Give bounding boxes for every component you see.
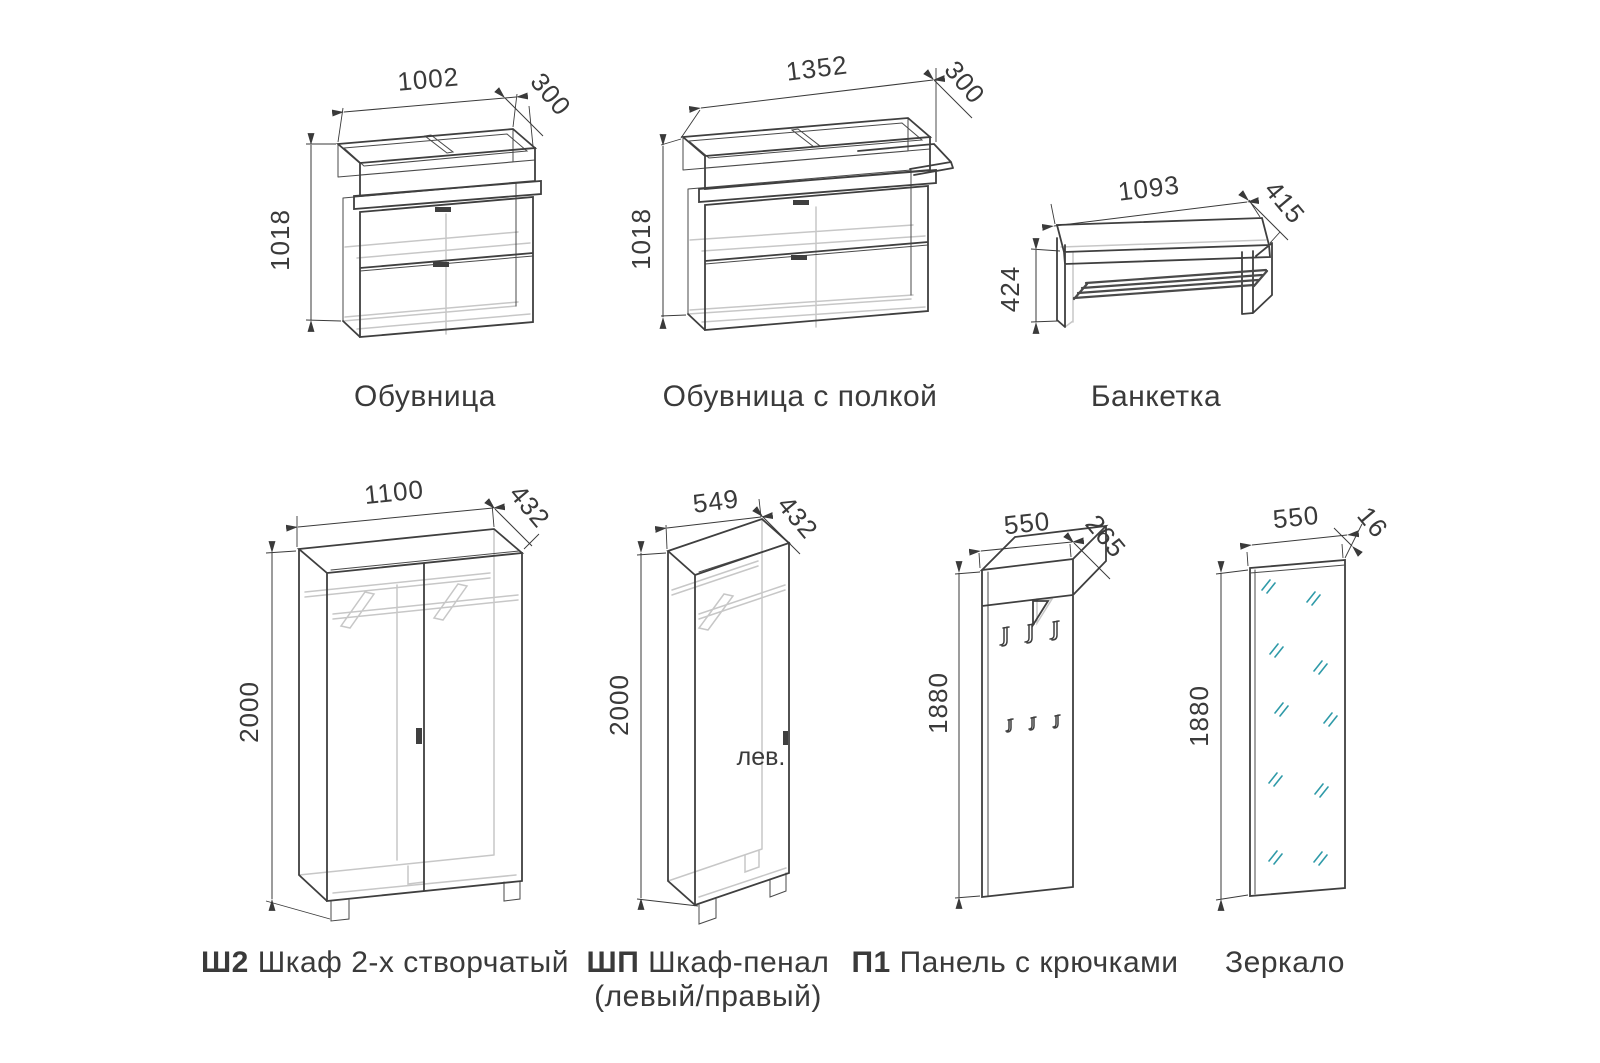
caption-tall-cabinet-code: ШП (586, 946, 640, 979)
shoe-cabinet-depth-dim-line (494, 87, 544, 137)
caption-hook-panel-label: Панель с крючками (899, 946, 1179, 979)
mirror-dimensions: 550 16 1880 (1184, 500, 1394, 911)
caption-mirror: Зеркало (1225, 946, 1345, 980)
tall-cabinet-height-value: 2000 (604, 674, 634, 736)
figure-tall-cabinet: лев. 549 432 2000 (604, 483, 824, 925)
bench-depth-dim-line (1238, 190, 1289, 241)
caption-wardrobe-two-door: Ш2 Шкаф 2-х створчатый (201, 946, 569, 980)
hook-panel-interior-lines (1036, 598, 1054, 626)
bench-height-value: 424 (995, 266, 1025, 312)
tall-cabinet-extension-lines (636, 498, 762, 907)
tall-cabinet-dimensions: 549 432 2000 (604, 483, 824, 910)
caption-wardrobe-code: Ш2 (201, 946, 249, 979)
caption-bench: Банкетка (1091, 380, 1221, 414)
shoe-cabinet-thin-lines (337, 128, 536, 322)
hook-panel-width-value: 550 (1002, 506, 1051, 541)
shoe-cabinet-handle-top (435, 207, 451, 212)
shoe-shelf-depth-value: 300 (938, 55, 991, 110)
caption-bench-label: Банкетка (1090, 380, 1222, 413)
wardrobe-width-value: 1100 (363, 474, 426, 510)
wardrobe-interior-lines (298, 528, 519, 894)
tall-cabinet-annotation: лев. (737, 743, 786, 771)
shoe-shelf-height-value: 1018 (626, 208, 656, 270)
mirror-height-value: 1880 (1184, 685, 1214, 747)
wardrobe-outline (296, 528, 525, 902)
caption-hook-panel: П1 Панель с крючками (851, 946, 1178, 980)
mirror-extension-lines (1215, 523, 1363, 901)
caption-shoe-cabinet-label: Обувница (354, 380, 496, 413)
mirror-glass-hatches (1261, 579, 1338, 866)
figure-hook-panel: 550 265 1880 (923, 506, 1132, 909)
tall-cabinet-outline (666, 517, 791, 907)
wardrobe-height-value: 2000 (234, 681, 264, 743)
shoe-shelf-depth-dim-line (923, 69, 973, 119)
shoe-shelf-handle-top (793, 200, 809, 205)
mirror-thickness-dim-line (1333, 527, 1363, 557)
shoe-cabinet-depth-value: 300 (524, 67, 577, 122)
caption-shoe-cabinet: Обувница (354, 380, 496, 414)
bench-width-value: 1093 (1116, 169, 1181, 206)
wardrobe-width-dim-line (285, 503, 506, 532)
shoe-cabinet-extension-lines (305, 93, 534, 322)
shoe-shelf-width-dim-line (688, 75, 946, 113)
hook-panel-hooks-lower (1005, 714, 1061, 733)
shoe-cabinet-width-value: 1002 (396, 61, 460, 96)
caption-shoe-cabinet-with-shelf: Обувница с полкой (663, 380, 938, 414)
wardrobe-thin-lines (330, 550, 521, 922)
shoe-shelf-outline (680, 117, 954, 331)
figure-shoe-cabinet-with-shelf: 1352 300 1018 (626, 49, 991, 331)
tall-cabinet-depth-dim-line (752, 506, 801, 555)
wardrobe-handle (416, 728, 422, 744)
figure-wardrobe-two-door: 1100 432 2000 (234, 474, 556, 922)
mirror-outline (1249, 559, 1346, 897)
caption-tall-cabinet-label: Шкаф-пенал (648, 946, 830, 979)
tall-cabinet-depth-value: 432 (771, 490, 824, 545)
figure-bench: 1093 415 424 (995, 169, 1311, 334)
tall-cabinet-thin-lines (698, 543, 787, 925)
shoe-cabinet-width-dim-line (331, 92, 529, 117)
shoe-shelf-handle-bottom (791, 255, 807, 260)
bench-width-dim-line (1041, 197, 1260, 231)
hook-panel-depth-dim-line (1063, 532, 1111, 580)
shoe-cabinet-height-value: 1018 (265, 209, 295, 271)
hook-panel-width-dim-line (968, 537, 1085, 556)
tall-cabinet-interior-lines (667, 518, 787, 898)
caption-wardrobe-label: Шкаф 2-х створчатый (257, 946, 569, 979)
mirror-width-value: 550 (1271, 500, 1320, 535)
caption-tall-cabinet-sublabel: (левый/правый) (594, 980, 822, 1013)
hook-panel-height-value: 1880 (923, 672, 953, 734)
caption-mirror-label: Зеркало (1225, 946, 1345, 979)
hook-panel-outline (979, 524, 1109, 899)
bench-depth-value: 415 (1258, 175, 1311, 230)
mirror-thickness-value: 16 (1351, 501, 1394, 544)
hook-panel-depth-value: 265 (1079, 509, 1132, 564)
shoe-cabinet-outline (335, 128, 542, 338)
figure-shoe-cabinet: 1002 300 1018 (265, 61, 577, 338)
wardrobe-extension-lines (265, 503, 540, 920)
wardrobe-depth-dim-line (484, 498, 533, 547)
shoe-shelf-extension-lines (660, 68, 937, 317)
caption-tall-cabinet: ШП Шкаф-пенал (левый/правый) (587, 946, 830, 1014)
mirror-width-dim-line (1239, 530, 1360, 550)
tall-cabinet-width-value: 549 (691, 483, 741, 518)
shoe-shelf-thin-lines (682, 117, 931, 315)
hook-panel-hooks-upper (999, 620, 1060, 647)
shoe-shelf-width-value: 1352 (784, 49, 849, 86)
shoe-shelf-interior-lines (687, 206, 926, 328)
shoe-cabinet-handle-bottom (433, 262, 449, 267)
shoe-cabinet-interior-lines (342, 213, 531, 335)
mirror-thin-lines (1249, 564, 1346, 895)
caption-shoe-shelf-label: Обувница с полкой (662, 380, 938, 413)
tall-cabinet-width-dim-line (654, 512, 774, 533)
tall-cabinet-handle (783, 731, 788, 745)
caption-hook-panel-code: П1 (851, 946, 891, 979)
figure-mirror: 550 16 1880 (1184, 500, 1394, 911)
bench-shoe-rack-rods (1072, 268, 1269, 301)
bench-outline (1055, 217, 1273, 328)
